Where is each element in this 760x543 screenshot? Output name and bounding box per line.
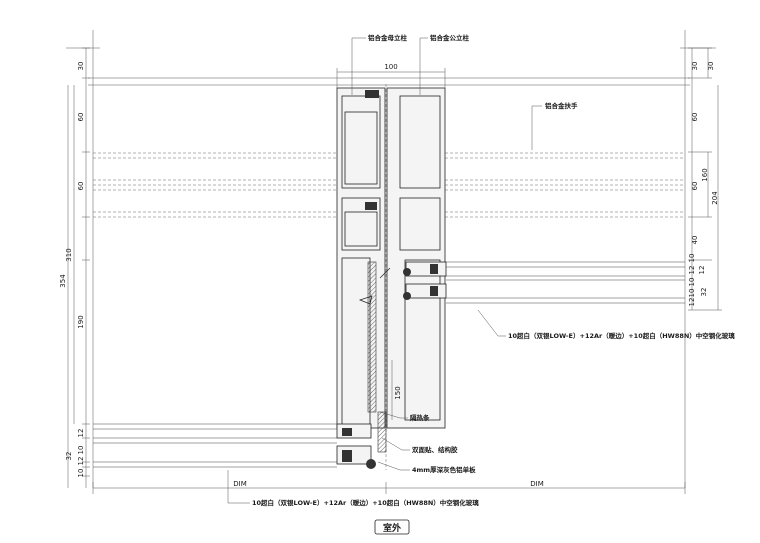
dim-right-60a: 60	[691, 113, 699, 122]
dim-left-10a: 10	[77, 446, 85, 455]
dim-mid-150: 150	[394, 386, 402, 399]
dim-right-60b: 60	[691, 182, 699, 191]
dim-word-left: DIM	[233, 480, 247, 488]
dim-right-40: 40	[691, 236, 699, 245]
svg-text:双面贴、结构胶: 双面贴、结构胶	[412, 445, 458, 454]
dim-right-204: 204	[711, 191, 719, 205]
svg-text:4mm厚深灰色铝单板: 4mm厚深灰色铝单板	[412, 465, 476, 474]
dim-right-30b: 30	[707, 62, 715, 71]
dim-right-10b: 10	[688, 289, 696, 298]
dim-top-width: 100	[384, 63, 397, 71]
bottom-dimension: DIM DIM	[92, 480, 686, 494]
callout-male-mullion: 铝合金公立柱	[419, 33, 470, 95]
dim-right-30a: 30	[691, 62, 699, 71]
dim-right-160: 160	[701, 168, 709, 181]
dim-left-12: 12	[77, 429, 85, 438]
svg-text:10超白（双银LOW-E）+12Ar（暖边）+10超白（HW: 10超白（双银LOW-E）+12Ar（暖边）+10超白（HW88N）中空钢化玻璃	[508, 331, 735, 340]
exterior-label: 室外	[374, 519, 410, 535]
dim-left-310: 310	[65, 248, 73, 261]
callout-insulation-strip: 隔热条	[379, 411, 430, 422]
bottom-glass-unit	[93, 423, 376, 469]
dim-left-190: 190	[77, 315, 85, 328]
callout-glass-right: 10超白（双银LOW-E）+12Ar（暖边）+10超白（HW88N）中空钢化玻璃	[477, 309, 735, 340]
callout-sealant: 双面贴、结构胶	[381, 437, 458, 454]
handrail-bands	[93, 152, 685, 218]
dim-left-354: 354	[59, 274, 67, 288]
mid-dimension: 150	[391, 360, 402, 420]
top-dimension: 100	[336, 63, 446, 88]
callout-aluminum-panel: 4mm厚深灰色铝单板	[377, 461, 476, 474]
left-dimension-chain: 30 60 60 310 190 354 12 32 10 12 10	[59, 47, 90, 488]
dim-left-32: 32	[65, 452, 73, 461]
svg-text:铝合金扶手: 铝合金扶手	[545, 101, 578, 110]
insulation-strip	[377, 411, 387, 453]
callout-mother-mullion: 铝合金母立柱	[351, 33, 408, 95]
svg-text:10超白（双银LOW-E）+12Ar（暖边）+10超白（HW: 10超白（双银LOW-E）+12Ar（暖边）+10超白（HW88N）中空钢化玻璃	[252, 498, 479, 507]
dim-right-32: 32	[700, 288, 708, 297]
anchor-detail	[358, 267, 391, 305]
dim-word-right: DIM	[530, 480, 544, 488]
svg-text:铝合金母立柱: 铝合金母立柱	[368, 33, 408, 42]
svg-text:铝合金公立柱: 铝合金公立柱	[430, 33, 470, 42]
dim-left-30: 30	[77, 62, 85, 71]
dim-left-60a: 60	[77, 113, 85, 122]
aluminum-panel	[367, 261, 377, 413]
svg-text:隔热条: 隔热条	[410, 413, 430, 422]
dim-right-10c: 10	[688, 278, 696, 287]
frame-lines	[66, 30, 716, 488]
male-mullion-profile	[386, 87, 446, 429]
dim-left-60b: 60	[77, 182, 85, 191]
dim-right-12c: 12	[688, 298, 696, 307]
dim-left-10b: 10	[77, 469, 85, 478]
mother-mullion-profile	[336, 87, 386, 429]
dim-left-12b: 12	[77, 457, 85, 466]
right-glass-unit	[403, 261, 685, 304]
callout-glass-bottom: 10超白（双银LOW-E）+12Ar（暖边）+10超白（HW88N）中空钢化玻璃	[227, 470, 479, 507]
svg-text:室外: 室外	[383, 522, 401, 534]
dim-right-10a: 10	[688, 254, 696, 263]
dim-right-12b: 12	[698, 266, 706, 275]
right-dimension-chain: 30 30 60 60 160 204 40 12 10 12 32 10 12…	[688, 47, 722, 311]
dim-right-12a: 12	[688, 266, 696, 275]
callout-handrail: 铝合金扶手	[531, 101, 578, 150]
